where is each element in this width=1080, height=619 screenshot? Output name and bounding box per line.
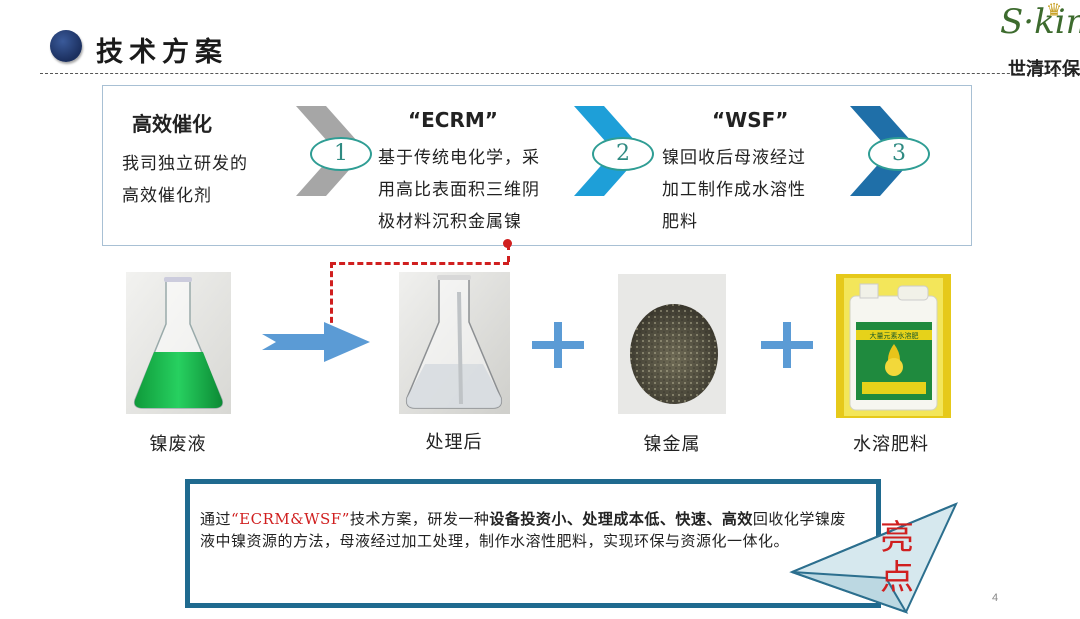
step1-line: 我司独立研发的 xyxy=(122,154,248,174)
highlight-char: 亮 xyxy=(880,518,914,558)
step-marker-3: 3 xyxy=(868,137,930,171)
plus-icon xyxy=(761,322,813,368)
highlight-char: 点 xyxy=(880,558,914,598)
paper-plane-icon xyxy=(789,502,958,614)
step2-text: 基于传统电化学，采 用高比表面积三维阴 极材料沉积金属镍 xyxy=(378,142,540,238)
fertilizer-label: 大量元素水溶肥 xyxy=(870,331,919,340)
step1-line: 高效催化剂 xyxy=(122,186,212,206)
step2-line: 基于传统电化学，采 xyxy=(378,148,540,168)
step2-heading: “ECRM” xyxy=(408,108,498,132)
step3-text: 镍回收后母液经过 加工制作成水溶性 肥料 xyxy=(662,142,806,238)
summary-highlight-term: “ECRM&WSF” xyxy=(231,510,350,528)
title-bullet-icon xyxy=(50,30,82,62)
plus-icon xyxy=(532,322,584,368)
nickel-metal-image xyxy=(618,274,726,414)
step1-text: 我司独立研发的 高效催化剂 xyxy=(122,148,248,212)
summary-text: 通过“ECRM&WSF”技术方案，研发一种设备投资小、处理成本低、快速、高效回收… xyxy=(200,508,850,552)
page-number: 4 xyxy=(992,592,999,604)
fertilizer-jug-image: 大量元素水溶肥 xyxy=(836,274,951,418)
summary-segment: 技术方案，研发一种 xyxy=(349,510,490,528)
step3-heading: “WSF” xyxy=(712,108,789,132)
summary-box xyxy=(185,479,881,608)
nickel-waste-flask-image xyxy=(126,272,231,414)
summary-bold-segment: 设备投资小、处理成本低、快速、高效 xyxy=(489,510,753,528)
step2-line: 极材料沉积金属镍 xyxy=(378,212,522,232)
title-divider xyxy=(40,73,1080,74)
treated-liquid-flask-image xyxy=(399,272,510,414)
caption-treated: 处理后 xyxy=(425,432,483,453)
step1-heading: 高效催化 xyxy=(132,112,212,136)
logo-script: S·king xyxy=(1000,2,1080,42)
crown-icon: ♛ xyxy=(1046,0,1063,21)
process-box xyxy=(102,85,972,246)
step3-line: 肥料 xyxy=(662,212,698,232)
summary-segment: 通过 xyxy=(200,510,232,528)
arrow-right-icon xyxy=(262,322,370,362)
dashed-connector xyxy=(507,244,510,262)
highlight-badge: 亮 点 xyxy=(880,518,914,598)
logo-text: 世清环保 xyxy=(1008,59,1080,80)
step-marker-2: 2 xyxy=(592,137,654,171)
caption-nickel-metal: 镍金属 xyxy=(643,434,701,455)
dashed-connector xyxy=(330,262,509,265)
caption-nickel-waste: 镍废液 xyxy=(149,434,207,455)
step3-line: 镍回收后母液经过 xyxy=(662,148,806,168)
page-title: 技术方案 xyxy=(96,37,228,68)
step-marker-1: 1 xyxy=(310,137,372,171)
dashed-connector xyxy=(330,262,333,332)
step3-line: 加工制作成水溶性 xyxy=(662,180,806,200)
summary-segment: 回收化学镍废液中镍资源的方法，母液经过加工处理，制作水溶性肥料，实现环保与资源化… xyxy=(200,510,846,550)
caption-fertilizer: 水溶肥料 xyxy=(853,434,929,455)
step2-line: 用高比表面积三维阴 xyxy=(378,180,540,200)
connector-dot xyxy=(503,239,512,248)
